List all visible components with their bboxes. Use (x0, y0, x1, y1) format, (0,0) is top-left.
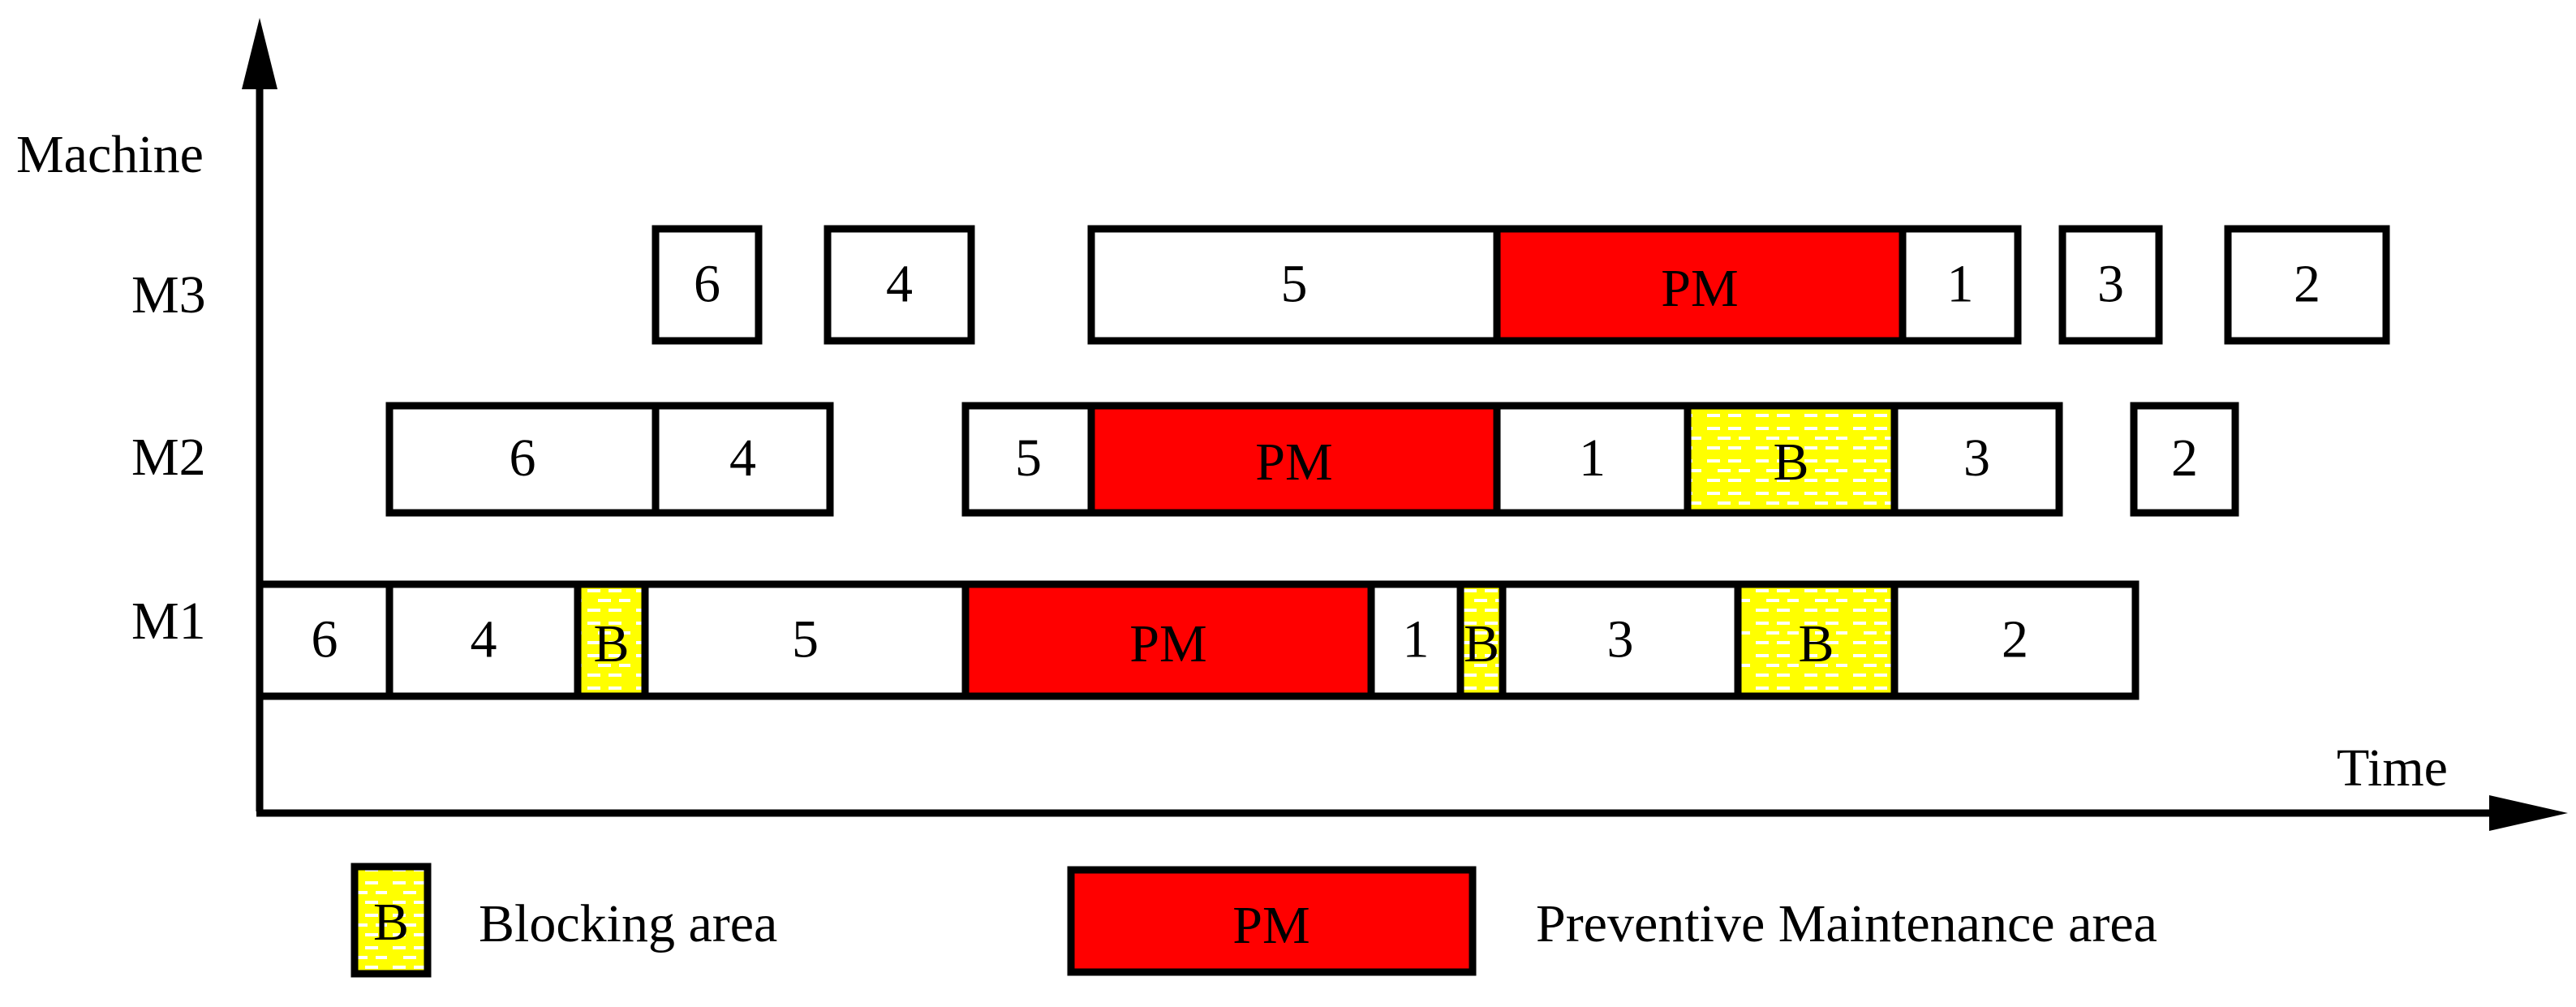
block-label: 4 (886, 254, 913, 313)
block-label: PM (1661, 259, 1738, 318)
job-block (2058, 225, 2163, 345)
machine-label-m1: M1 (131, 592, 206, 651)
block-label: B (1464, 614, 1499, 673)
job-block (385, 580, 582, 700)
block-label: B (1798, 614, 1834, 673)
blocking-block (1456, 580, 1507, 700)
legend-pm-swatch (1067, 866, 1477, 976)
job-block (1890, 580, 2139, 700)
job-block (2130, 402, 2239, 517)
block-label: 5 (1015, 428, 1042, 488)
job-block (824, 225, 975, 345)
job-block (652, 402, 834, 517)
job-block (1087, 225, 1501, 345)
job-block (1493, 402, 1692, 517)
pm-block (1087, 402, 1501, 517)
machine-row-m3: 6 4 5 PM 1 3 2 (652, 225, 2390, 345)
job-block (652, 225, 763, 345)
job-block (256, 580, 393, 700)
job-block (2224, 225, 2390, 345)
legend-blocking-symbol: B (373, 893, 409, 952)
block-label: 1 (1403, 609, 1430, 669)
block-label: 4 (471, 609, 497, 669)
job-block (1499, 580, 1742, 700)
block-label: 4 (729, 428, 756, 488)
pm-block (961, 580, 1375, 700)
legend-pm-text: Preventive Maintenance area (1536, 894, 2157, 953)
legend-pm-symbol: PM (1232, 896, 1310, 955)
block-label: 5 (792, 609, 819, 669)
legend: B Blocking area PM Preventive Maintenanc… (350, 863, 2157, 978)
y-axis-arrow (242, 18, 277, 89)
x-axis-arrow (2489, 795, 2568, 831)
block-label: 3 (1963, 428, 1990, 488)
block-label: PM (1129, 614, 1206, 673)
legend-item-blocking: B Blocking area (350, 863, 777, 978)
block-label: 2 (2171, 428, 2198, 488)
block-label: 1 (1947, 254, 1974, 313)
job-block (385, 402, 660, 517)
job-block (1890, 402, 2063, 517)
block-label: 3 (1607, 609, 1634, 669)
block-label: 3 (2097, 254, 2124, 313)
job-block (1899, 225, 2022, 345)
legend-blocking-swatch (350, 863, 432, 978)
blocking-block (1734, 580, 1899, 700)
block-label: B (593, 614, 629, 673)
y-axis-label: Machine (16, 125, 204, 184)
block-label: 6 (510, 428, 536, 488)
machine-row-m2: 6 4 5 PM 1 B 3 2 (385, 402, 2239, 517)
machine-label-m3: M3 (131, 265, 206, 325)
block-label: 6 (694, 254, 720, 313)
block-label: B (1773, 432, 1808, 492)
block-label: 2 (2002, 609, 2028, 669)
block-label: 2 (2294, 254, 2320, 313)
legend-blocking-text: Blocking area (479, 894, 777, 953)
x-axis-label: Time (2337, 738, 2448, 798)
legend-item-pm: PM Preventive Maintenance area (1067, 866, 2157, 976)
block-label: 5 (1281, 254, 1308, 313)
pm-block (1493, 225, 1907, 345)
machine-label-m2: M2 (131, 428, 206, 487)
block-label: PM (1255, 432, 1332, 492)
block-label: 6 (312, 609, 338, 669)
block-label: 1 (1579, 428, 1606, 488)
